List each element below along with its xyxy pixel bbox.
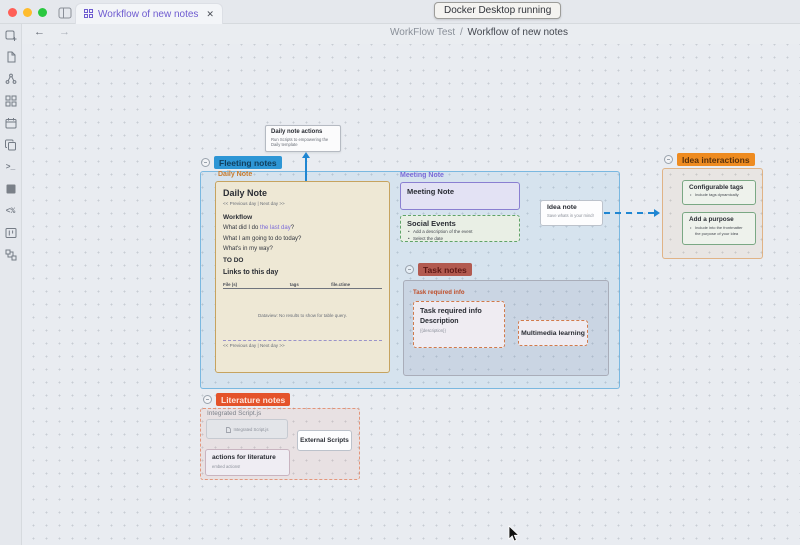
left-ribbon: >_ <% <box>0 24 22 545</box>
collapse-icon[interactable] <box>664 155 673 164</box>
dataview-empty-message: Dataview: No results to show for table q… <box>258 312 347 318</box>
fleeting-group-label[interactable]: Fleeting notes <box>214 156 282 169</box>
canvas-area[interactable]: Fleeting notes Daily Note Daily Note << … <box>22 44 800 545</box>
minimize-window-button[interactable] <box>23 8 32 17</box>
configurable-tags-title: Configurable tags <box>689 184 744 191</box>
social-events-card[interactable]: Social Events Add a description of the e… <box>400 215 520 242</box>
literature-group-label[interactable]: Literature notes <box>216 393 291 406</box>
tab-title: Workflow of new notes <box>98 8 199 20</box>
question-2: What I am going to do today? <box>223 235 302 242</box>
canvas-icon <box>84 5 93 23</box>
task-card-subtitle: Description <box>420 318 459 325</box>
breadcrumb-current[interactable]: Workflow of new notes <box>467 27 568 38</box>
actions-title: actions for literature <box>212 454 276 461</box>
titlebar: Workflow of new notes ✕ Docker Desktop r… <box>0 0 800 24</box>
divider <box>223 339 382 341</box>
zoom-window-button[interactable] <box>38 8 47 17</box>
todo-heading: TO DO <box>223 256 244 264</box>
literature-group-header: Literature notes <box>203 393 291 406</box>
view-header: ← → WorkFlow Test / Workflow of new note… <box>22 24 800 44</box>
calendar-icon[interactable] <box>4 116 18 130</box>
last-day-link[interactable]: the last day <box>260 225 291 231</box>
window-controls <box>8 8 47 17</box>
embed-title: Integrated Script.js <box>233 426 269 432</box>
integrated-script-embed-card[interactable]: Integrated Script.js <box>206 419 288 439</box>
multimedia-title: Multimedia learning <box>521 329 585 337</box>
kanban-icon[interactable] <box>4 226 18 240</box>
open-file-icon[interactable] <box>4 50 18 64</box>
book-icon[interactable] <box>4 182 18 196</box>
links-heading: Links to this day <box>223 268 279 276</box>
meeting-title: Meeting Note <box>407 187 455 196</box>
add-purpose-bullet: Include into the frontmatter the purpose… <box>689 225 749 238</box>
interactions-group-label[interactable]: Idea interactions <box>677 153 755 166</box>
social-bullet-2: Select the date <box>407 236 513 241</box>
task-group-label[interactable]: Task notes <box>418 263 472 276</box>
terminal-icon[interactable]: >_ <box>5 162 16 172</box>
back-button[interactable]: ← <box>34 26 45 38</box>
copy-icon[interactable] <box>4 138 18 152</box>
daily-note-actions-card[interactable]: Daily note actions Run Scripts to empowe… <box>265 125 341 152</box>
task-card-title: Task required info <box>420 306 482 315</box>
dataview-table-header: File (s) tags file.ctime <box>223 282 382 289</box>
question-1: What did I do the last day? <box>223 225 295 231</box>
actions-subtitle: embed actions! <box>212 464 241 469</box>
daily-note-actions-body: Run Scripts to empowering the Daily temp… <box>271 136 329 148</box>
interactions-group-header: Idea interactions <box>664 153 755 166</box>
daily-title: Daily Note <box>223 188 268 198</box>
breadcrumb-parent[interactable]: WorkFlow Test <box>390 27 456 38</box>
file-icon <box>225 420 231 438</box>
sidebar-toggle-icon[interactable] <box>58 6 72 19</box>
docker-notification: Docker Desktop running <box>434 2 562 19</box>
meeting-note-card[interactable]: Meeting Note <box>400 182 520 210</box>
social-bullet-1: Add a description of the event <box>407 229 513 236</box>
collapse-icon[interactable] <box>405 265 414 274</box>
day-nav-links[interactable]: << Previous day | Next day >> <box>223 201 285 206</box>
configurable-tags-bullet: Include tags dynamically <box>689 192 749 198</box>
question-3: What's in my way? <box>223 246 273 252</box>
task-required-info-label[interactable]: Task required info <box>413 290 465 296</box>
meeting-note-label[interactable]: Meeting Note <box>400 172 444 179</box>
collapse-icon[interactable] <box>203 395 212 404</box>
workflow-icon[interactable] <box>4 248 18 262</box>
idea-note-body: Save whats in your mind! <box>547 213 594 218</box>
external-scripts-title: External Scripts <box>300 437 349 444</box>
workflow-heading: Workflow <box>223 214 253 221</box>
tab-close-icon[interactable]: ✕ <box>206 8 214 19</box>
daily-note-label[interactable]: Daily Note <box>218 171 253 178</box>
collapse-icon[interactable] <box>201 158 210 167</box>
new-note-icon[interactable] <box>4 28 18 42</box>
add-purpose-card[interactable]: Add a purpose Include into the frontmatt… <box>682 212 756 245</box>
multimedia-learning-card[interactable]: Multimedia learning <box>518 320 588 346</box>
breadcrumb: WorkFlow Test / Workflow of new notes <box>390 27 568 38</box>
arrow-right-head <box>654 209 660 217</box>
day-nav-links-bottom[interactable]: << Previous day | Next day >> <box>223 342 285 348</box>
arrow-up-head <box>302 152 310 158</box>
external-scripts-card[interactable]: External Scripts <box>297 430 352 451</box>
add-purpose-title: Add a purpose <box>689 216 734 223</box>
tab-workflow-of-new-notes[interactable]: Workflow of new notes ✕ <box>75 3 223 24</box>
daily-note-actions-title: Daily note actions <box>271 129 323 135</box>
forward-button[interactable]: → <box>59 26 70 38</box>
templater-icon[interactable]: <% <box>5 206 16 216</box>
arrow-idea-to-interactions <box>604 212 654 214</box>
idea-note-title: Idea note <box>547 204 577 211</box>
configurable-tags-card[interactable]: Configurable tags Include tags dynamical… <box>682 180 756 205</box>
mouse-cursor <box>508 525 520 545</box>
task-required-info-card[interactable]: Task required info Description {{descrip… <box>413 301 505 348</box>
breadcrumb-separator: / <box>459 27 463 38</box>
arrow-daily-to-actions <box>305 157 307 181</box>
daily-note-card[interactable]: Daily Note << Previous day | Next day >>… <box>215 181 390 373</box>
idea-note-card[interactable]: Idea note Save whats in your mind! <box>540 200 603 226</box>
graph-view-icon[interactable] <box>4 72 18 86</box>
task-card-placeholder: {{description}} <box>420 328 446 333</box>
integrated-script-label[interactable]: Integrated Script.js <box>207 410 262 417</box>
actions-for-literature-card[interactable]: actions for literature embed actions! <box>205 449 290 476</box>
fleeting-group-header: Fleeting notes <box>201 156 282 169</box>
close-window-button[interactable] <box>8 8 17 17</box>
task-group-header: Task notes <box>405 263 472 276</box>
social-title: Social Events <box>407 219 456 228</box>
canvas-ribbon-icon[interactable] <box>4 94 18 108</box>
